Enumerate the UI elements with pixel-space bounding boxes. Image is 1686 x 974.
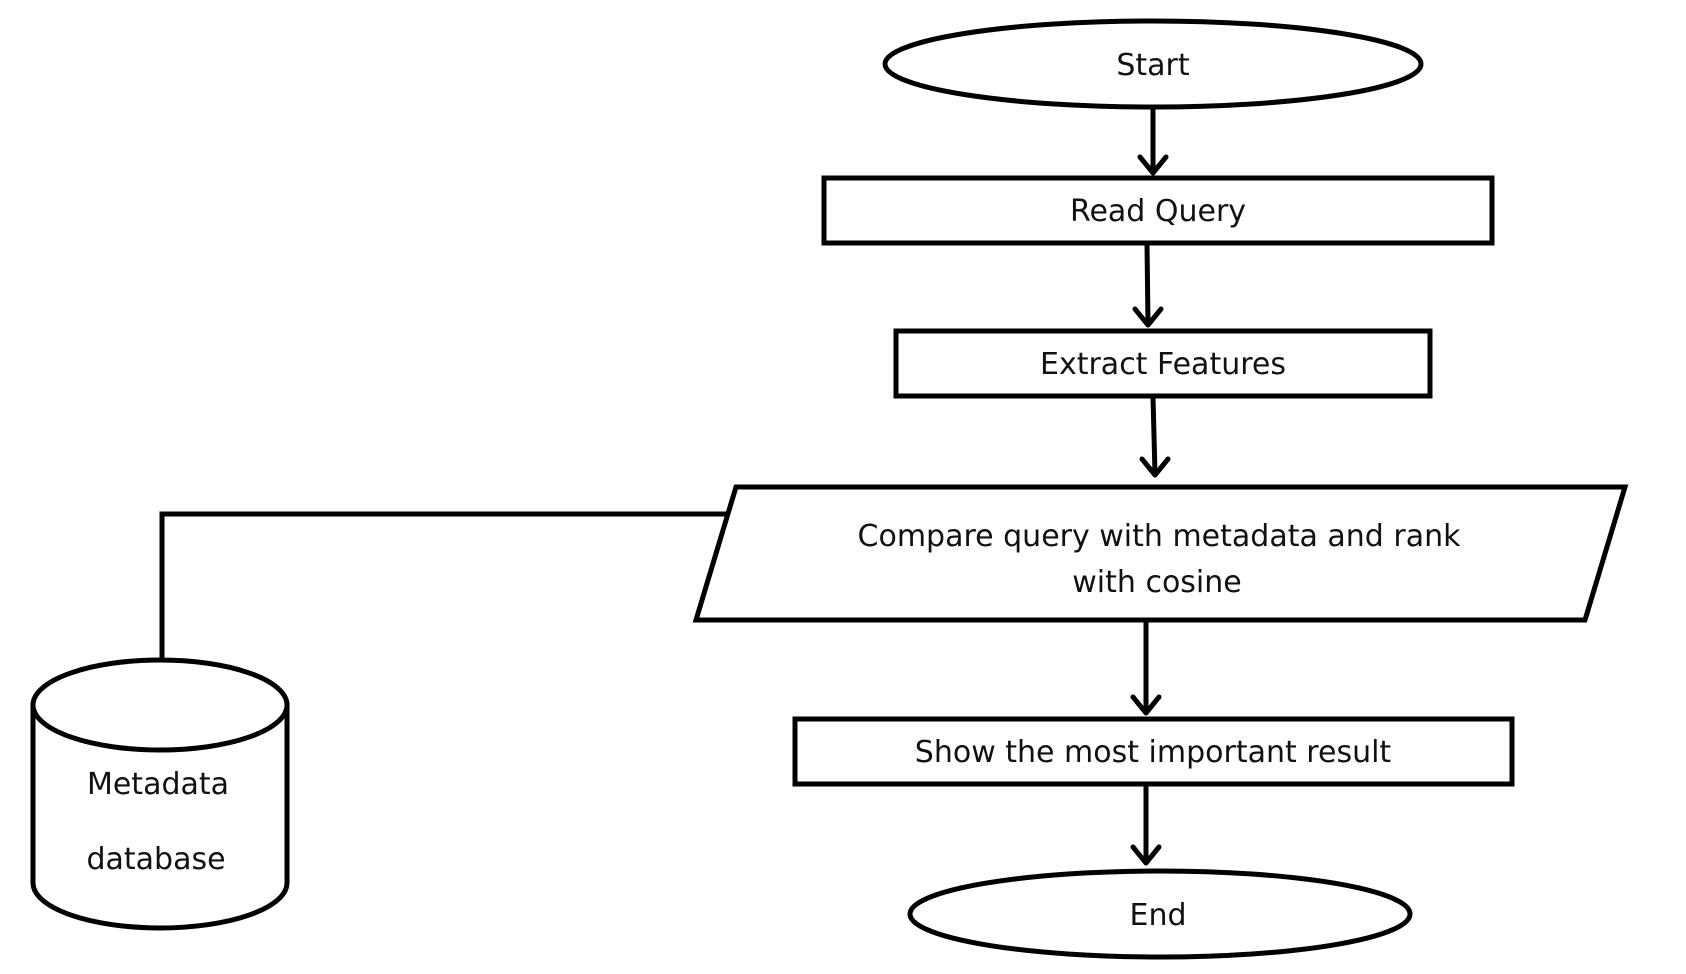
- database-label-line2: database: [86, 842, 225, 877]
- end-label: End: [1129, 898, 1186, 933]
- database-label-line1: Metadata: [87, 767, 229, 802]
- extract-features-label: Extract Features: [1040, 347, 1286, 382]
- show-result-label: Show the most important result: [915, 735, 1392, 770]
- arrow-show-result-to-end: [1130, 785, 1162, 866]
- read-query-label: Read Query: [1070, 194, 1246, 229]
- compare-label-line2: with cosine: [1072, 565, 1241, 600]
- show-result-node: Show the most important result: [792, 716, 1515, 787]
- compare-node: Compare query with metadata and rank wit…: [692, 484, 1629, 623]
- read-query-node: Read Query: [821, 175, 1495, 246]
- start-label: Start: [1116, 48, 1190, 83]
- database-to-compare-connector: [159, 511, 727, 660]
- end-node: End: [907, 868, 1413, 960]
- extract-features-node: Extract Features: [893, 328, 1433, 399]
- arrow-extract-features-to-compare: [1139, 396, 1171, 478]
- compare-label-line1: Compare query with metadata and rank: [858, 519, 1462, 554]
- arrow-compare-to-show-result: [1130, 621, 1162, 716]
- start-node: Start: [882, 18, 1424, 110]
- arrow-read-query-to-extract-features: [1132, 243, 1164, 328]
- metadata-database-node: Metadata database: [30, 657, 290, 931]
- arrow-start-to-read-query: [1137, 108, 1169, 176]
